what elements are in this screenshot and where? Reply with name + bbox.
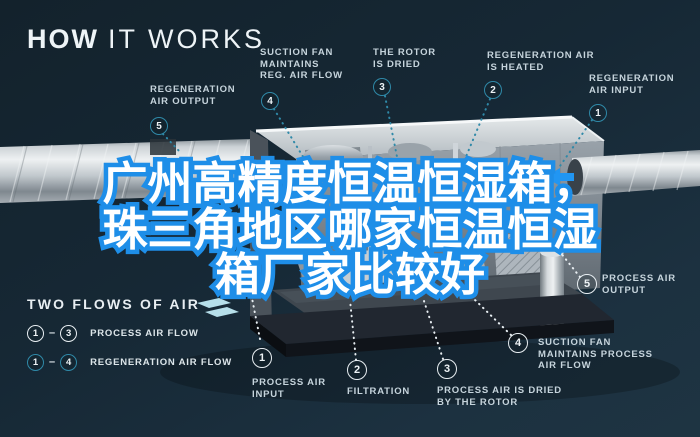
- headline-line-2: 珠三角地区哪家恒温恒湿 珠三角地区哪家恒温恒湿: [0, 202, 700, 256]
- callout-process-air-input: PROCESS AIR INPUT: [252, 377, 326, 400]
- machine-body: [250, 115, 605, 330]
- callout-marker-reg-4: 4: [261, 92, 279, 110]
- callout-marker-reg-1: 1: [589, 104, 607, 122]
- title-word-light: IT WORKS: [107, 24, 265, 54]
- title-word-bold: HOW: [27, 24, 99, 54]
- legend-marker: 3: [60, 324, 78, 342]
- callout-line: THE ROTOR: [373, 47, 436, 58]
- flow-arrow-icon: [545, 168, 574, 186]
- headline-stroke: 珠三角地区哪家恒温恒湿: [98, 202, 602, 256]
- callout-line: FILTRATION: [347, 386, 411, 397]
- callout-suction-fan-process: SUCTION FAN MAINTAINS PROCESS AIR FLOW: [538, 337, 653, 372]
- legend-header: TWO FLOWS OF AIR: [27, 296, 201, 312]
- legend-label: REGENERATION AIR FLOW: [90, 356, 233, 368]
- callout-regeneration-air-heated: REGENERATION AIR IS HEATED: [487, 50, 594, 73]
- callout-line: AIR INPUT: [589, 84, 644, 96]
- left-duct: [0, 139, 252, 203]
- headline-fill: 珠三角地区哪家恒温恒湿: [102, 202, 598, 256]
- callout-marker-reg-2: 2: [484, 81, 502, 99]
- callout-marker-reg-5: 5: [150, 117, 168, 135]
- callout-line: REGENERATION: [150, 84, 236, 95]
- flow-chevrons-icon: [197, 298, 239, 317]
- callout-suction-fan-reg: SUCTION FAN MAINTAINS REG. AIR FLOW: [260, 47, 343, 82]
- headline-fill: 箱厂家比较好: [214, 248, 485, 301]
- machine-base: [250, 294, 614, 357]
- headline-stroke: 箱厂家比较好: [210, 248, 489, 302]
- callout-marker-proc-4: 4: [508, 333, 528, 353]
- callout-line: PROCESS AIR IS DRIED: [437, 385, 562, 396]
- callout-regeneration-air-output: REGENERATION AIR OUTPUT: [150, 84, 235, 107]
- headline-line-1: 广州高精度恒温恒湿箱， 广州高精度恒温恒湿箱，: [0, 157, 700, 211]
- headline-stroke: 广州高精度恒温恒湿箱，: [98, 157, 602, 211]
- legend-marker: 1: [27, 324, 44, 342]
- callout-filtration: FILTRATION: [347, 386, 410, 398]
- legend-row-process: 1 – 3 PROCESS AIR FLOW: [27, 324, 232, 342]
- callout-line: INPUT: [252, 388, 285, 400]
- callout-line: PROCESS AIR: [252, 377, 326, 388]
- callout-line: AIR FLOW: [538, 360, 592, 371]
- callout-line: MAINTAINS: [260, 58, 320, 70]
- callout-process-air-dried: PROCESS AIR IS DRIED BY THE ROTOR: [437, 385, 562, 408]
- callout-line: REGENERATION AIR: [487, 50, 595, 61]
- headline-overlay: 广州高精度恒温恒湿箱， 广州高精度恒温恒湿箱， 珠三角地区哪家恒温恒湿 珠三角地…: [0, 157, 700, 302]
- legend-label: PROCESS AIR FLOW: [90, 327, 199, 339]
- callout-line: REGENERATION: [589, 73, 675, 84]
- headline-fill: 广州高精度恒温恒湿箱，: [102, 157, 598, 210]
- process-leader-lines: [249, 251, 581, 361]
- callout-line: SUCTION FAN: [538, 337, 612, 348]
- callout-line: REG. AIR FLOW: [260, 70, 343, 81]
- headline-line-3: 箱厂家比较好 箱厂家比较好: [0, 248, 700, 302]
- legend-dash: –: [49, 356, 56, 368]
- callout-line: OUTPUT: [602, 284, 646, 296]
- page-title: HOW IT WORKS: [27, 24, 265, 55]
- callout-marker-proc-5: 5: [577, 274, 597, 294]
- callout-line: IS HEATED: [487, 61, 545, 73]
- callout-line: SUCTION FAN: [260, 47, 334, 58]
- callout-process-air-output: PROCESS AIR OUTPUT: [602, 273, 676, 296]
- callout-marker-proc-1: 1: [252, 348, 272, 368]
- legend-two-flows: TWO FLOWS OF AIR 1 – 3 PROCESS AIR FLOW …: [27, 296, 232, 382]
- callout-marker-proc-3: 3: [437, 359, 457, 379]
- callout-marker-reg-3: 3: [373, 78, 391, 96]
- right-duct: [545, 150, 700, 196]
- callout-marker-proc-2: 2: [347, 360, 367, 380]
- legend-row-regeneration: 1 – 4 REGENERATION AIR FLOW: [27, 353, 232, 371]
- callout-line: AIR OUTPUT: [150, 95, 217, 107]
- callout-regeneration-air-input: REGENERATION AIR INPUT: [589, 73, 674, 96]
- callout-line: MAINTAINS PROCESS: [538, 348, 653, 360]
- legend-dash: –: [49, 327, 56, 339]
- regeneration-leader-lines: [162, 95, 593, 189]
- callout-line: IS DRIED: [373, 58, 421, 70]
- callout-line: BY THE ROTOR: [437, 396, 519, 408]
- legend-marker: 4: [60, 353, 78, 371]
- callout-rotor-dried: THE ROTOR IS DRIED: [373, 47, 436, 70]
- callout-line: PROCESS AIR: [602, 273, 676, 284]
- legend-marker: 1: [27, 353, 44, 371]
